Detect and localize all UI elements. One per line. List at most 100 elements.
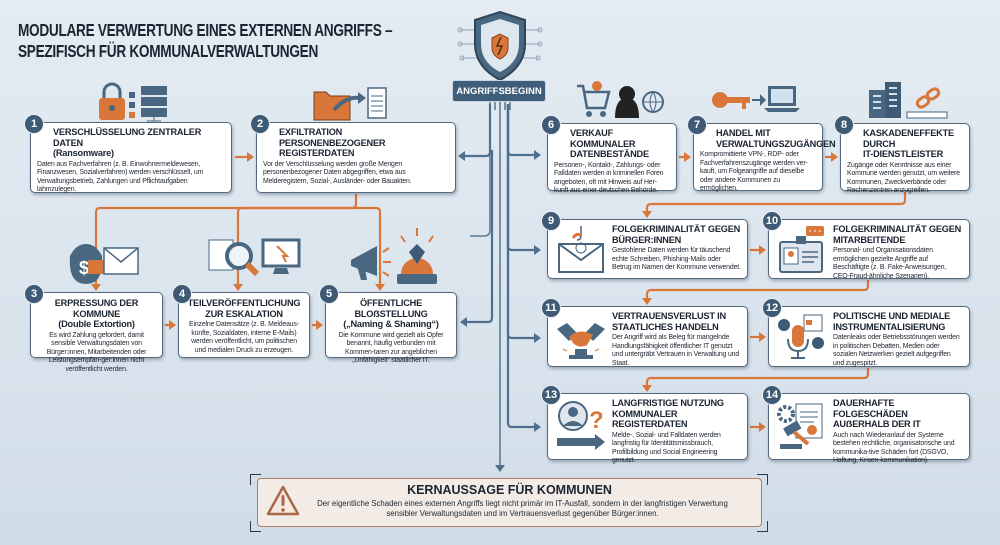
step-title: ERPRESSUNG DER KOMMUNE (Double Extortion… [54, 298, 139, 329]
arrowhead [247, 152, 254, 162]
step-number: 10 [762, 211, 782, 231]
microphone-news-icon [776, 311, 828, 368]
arrowhead [831, 152, 838, 162]
building-chain-icon [865, 78, 955, 125]
arrowhead [759, 422, 766, 432]
step-card-5: ÖFFENTLICHE BLOẞSTELLUNG („Naming & Sham… [325, 292, 457, 364]
step-description: Es wird Zahlung gefordert, damit sensibl… [46, 331, 147, 373]
arrowhead [642, 211, 652, 218]
megaphone-alarm-icon [345, 222, 445, 295]
shield-icon [455, 10, 545, 87]
arrowhead [759, 245, 766, 255]
step-title: VERKAUF KOMMUNALER DATENBESTÄNDE [570, 128, 649, 159]
step-description: Auch nach Wiederanlauf der Systeme beste… [833, 431, 955, 465]
fan-to-step-3 [94, 194, 358, 286]
arrowhead [642, 385, 652, 392]
step-number: 11 [541, 298, 561, 318]
step-number: 8 [834, 115, 854, 135]
frame-corner [757, 474, 768, 485]
branch-to-naming [464, 150, 494, 324]
step-description: Zugänge oder Kenntnisse aus einer Kommun… [847, 161, 960, 195]
arrowhead [534, 333, 541, 343]
step-number: 7 [687, 115, 707, 135]
arrowhead [375, 284, 385, 291]
branch-to-exfiltration [462, 104, 492, 158]
frame-corner [250, 474, 261, 485]
branch-to-right [506, 104, 537, 429]
step-card-3: ERPRESSUNG DER KOMMUNE (Double Extortion… [30, 292, 163, 373]
step-title: TEILVERÖFFENTLICHUNG ZUR ESKALATION [187, 298, 301, 319]
branch-to-right [506, 104, 537, 340]
step-number: 3 [24, 284, 44, 304]
branch-to-right [506, 104, 537, 157]
step-description: Personen-, Kontakt-, Zahlungs- oder Fall… [554, 161, 664, 195]
step-number: 12 [762, 298, 782, 318]
step-description: Gestohlene Daten werden für täuschend ec… [612, 247, 741, 272]
attack-start-badge: ANGRIFFSBEGINN [452, 80, 546, 102]
key-message-text: Der eigentliche Schaden eines externen A… [317, 499, 728, 518]
flow-8-to-9 [645, 192, 907, 213]
arrowhead [684, 152, 691, 162]
key-laptop-icon [710, 78, 800, 125]
step-title: FOLGEKRIMINALITÄT GEGEN MITARBEITENDE [833, 224, 962, 245]
money-bag-envelope-icon: $ [60, 226, 140, 293]
arrowhead [316, 320, 323, 330]
step-title: VERSCHLÜSSELUNG ZENTRALER DATEN (Ransomw… [53, 127, 202, 158]
arrowhead [91, 284, 101, 291]
step-title: VERTRAUENSVERLUST IN STAATLICHES HANDELN [612, 311, 726, 332]
step-title: KASKADENEFFEKTE DURCH IT-DIENSTLEISTER [863, 128, 954, 159]
svg-text:?: ? [589, 407, 604, 434]
arrowhead [458, 151, 465, 161]
step-description: Melde-, Sozial- und Falldaten werden lan… [612, 431, 721, 465]
phishing-mail-icon [555, 224, 607, 281]
step-description: Vor der Verschlüsselung werden große Men… [263, 160, 412, 185]
step-description: Daten aus Fachverfahren (z. B. Einwohner… [37, 160, 204, 194]
cart-hacker-globe-icon [575, 78, 665, 125]
step-title: FOLGEKRIMINALITÄT GEGEN BÜRGER:INNEN [612, 224, 741, 245]
step-number: 1 [24, 114, 44, 134]
step-description: Einzelne Datensätze (z. B. Meldeaus-künf… [189, 321, 299, 354]
key-message-box: KERNAUSSAGE FÜR KOMMUNEN Der eigentliche… [257, 478, 762, 527]
magnifier-monitor-icon [205, 226, 305, 293]
step-number: 4 [172, 284, 192, 304]
id-card-chat-icon [776, 224, 828, 281]
step-title: POLITISCHE UND MEDIALE INSTRUMENTALISIER… [833, 311, 951, 332]
folder-transfer-icon [310, 82, 390, 127]
step-title: EXFILTRATION PERSONENBEZOGENER REGISTERD… [279, 127, 386, 158]
lock-server-icon [95, 82, 175, 127]
arrowhead [534, 245, 541, 255]
trunk-branch [470, 110, 491, 237]
step-card-2: EXFILTRATION PERSONENBEZOGENER REGISTERD… [256, 122, 456, 193]
branch-to-right [506, 104, 537, 252]
frame-corner [250, 521, 261, 532]
step-title: LANGFRISTIGE NUTZUNG KOMMUNALER REGISTER… [612, 398, 724, 429]
step-card-1: VERSCHLÜSSELUNG ZENTRALER DATEN (Ransomw… [30, 122, 232, 193]
frame-corner [757, 521, 768, 532]
svg-text:$: $ [79, 258, 89, 278]
arrowhead [495, 465, 505, 472]
step-title: ÖFFENTLICHE BLOẞSTELLUNG („Naming & Sham… [343, 298, 439, 329]
step-number: 14 [762, 385, 782, 405]
step-description: Personal- und Organisationsdaten ermögli… [833, 247, 947, 280]
step-description: Kompromittierte VPN-, RDP- oder Fachverf… [700, 151, 808, 193]
step-number: 6 [541, 115, 561, 135]
step-description: Der Angriff wird als Beleg für mangelnde… [612, 334, 740, 367]
step-description: Die Kommune wird gezielt als Opfer benan… [338, 331, 444, 365]
handshake-icon [555, 311, 607, 368]
arrowhead [169, 320, 176, 330]
arrowhead [759, 332, 766, 342]
warning-icon [266, 485, 300, 522]
fan-to-step-5 [356, 206, 382, 286]
page-title: MODULARE VERWERTUNG EINES EXTERNEN ANGRI… [18, 20, 393, 61]
arrowhead [233, 284, 243, 291]
arrowhead [642, 298, 652, 305]
arrowhead [534, 422, 541, 432]
arrowhead [460, 317, 467, 327]
step-number: 5 [319, 284, 339, 304]
person-question-icon: ? [555, 400, 607, 457]
step-number: 9 [541, 211, 561, 231]
